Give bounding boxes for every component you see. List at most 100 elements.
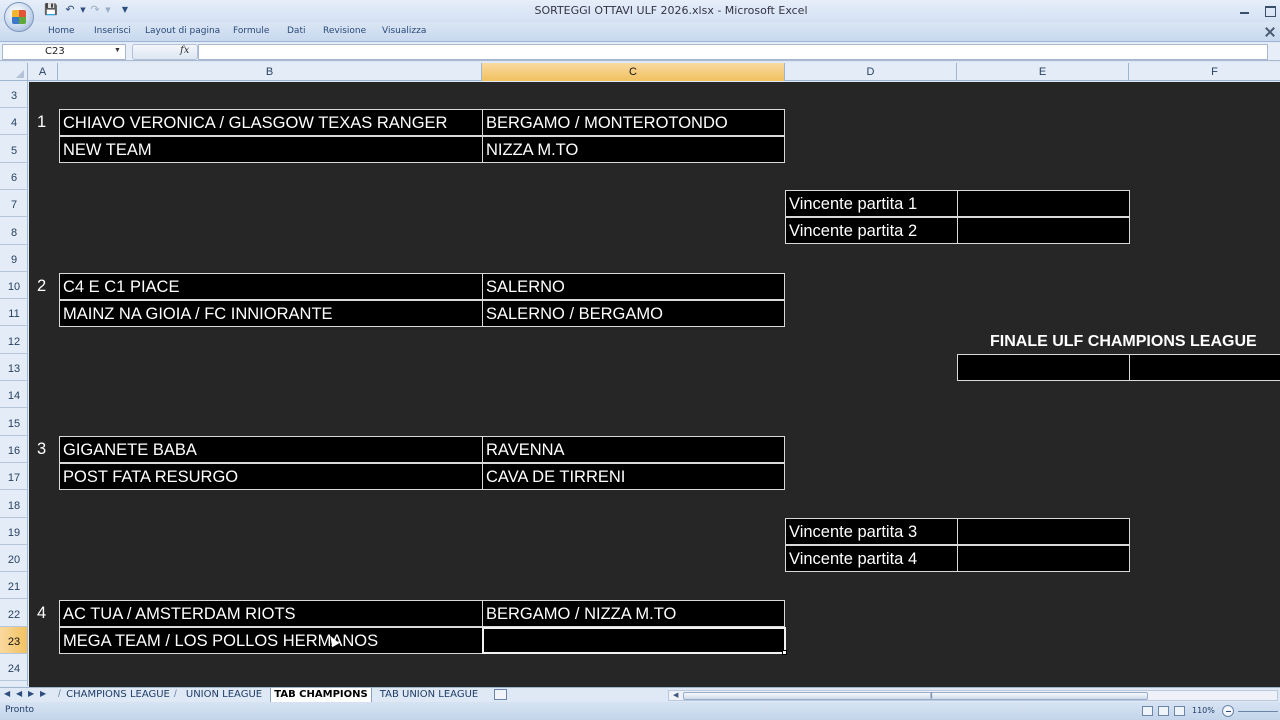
customize-icon[interactable]: ▼ bbox=[121, 5, 129, 14]
row-header-3[interactable]: 3 bbox=[0, 81, 27, 108]
sheet-tab-tab-champions[interactable]: TAB CHAMPIONS bbox=[270, 688, 372, 702]
page-layout-view-icon[interactable] bbox=[1158, 706, 1169, 716]
row-header-12[interactable]: 12 bbox=[0, 327, 27, 354]
finale-slot[interactable] bbox=[957, 354, 1130, 381]
row-header-13[interactable]: 13 bbox=[0, 354, 27, 381]
column-header-a[interactable]: A bbox=[28, 63, 58, 81]
scroll-left-icon[interactable]: ◀ bbox=[673, 692, 679, 699]
formula-tools[interactable] bbox=[132, 44, 198, 60]
column-header-b[interactable]: B bbox=[58, 63, 482, 81]
tab-separator: / bbox=[174, 689, 177, 700]
close-workbook-icon[interactable] bbox=[1264, 26, 1276, 38]
row-header-22[interactable]: 22 bbox=[0, 600, 27, 627]
tab-home[interactable]: Home bbox=[48, 26, 75, 36]
save-icon[interactable]: 💾 bbox=[44, 3, 58, 16]
undo-icon[interactable]: ↶ bbox=[65, 3, 75, 16]
prev-sheet-icon[interactable]: ◀ bbox=[16, 689, 23, 698]
sheet-tab-union-league[interactable]: UNION LEAGUE bbox=[185, 689, 263, 700]
semifinal-label[interactable]: Vincente partita 4 bbox=[785, 545, 958, 572]
row-header-6[interactable]: 6 bbox=[0, 163, 27, 190]
cell-b10[interactable]: C4 E C1 PIACE bbox=[59, 273, 483, 300]
minimize-icon[interactable] bbox=[1237, 4, 1251, 16]
tab-revisione[interactable]: Revisione bbox=[323, 26, 367, 36]
cell-b16[interactable]: GIGANETE BABA bbox=[59, 436, 483, 463]
cell-c11[interactable]: SALERNO / BERGAMO bbox=[482, 300, 785, 327]
row-header-4[interactable]: 4 bbox=[0, 108, 27, 135]
row-header-14[interactable]: 14 bbox=[0, 381, 27, 408]
fx-icon[interactable]: fx bbox=[180, 45, 190, 56]
normal-view-icon[interactable] bbox=[1142, 706, 1153, 716]
row-header-9[interactable]: 9 bbox=[0, 245, 27, 272]
redo-icon[interactable]: ↷ bbox=[90, 3, 100, 16]
column-header-f[interactable]: F bbox=[1129, 63, 1280, 81]
fill-handle[interactable] bbox=[782, 650, 787, 655]
cell-b11[interactable]: MAINZ NA GIOIA / FC INNIORANTE bbox=[59, 300, 483, 327]
semifinal-label[interactable]: Vincente partita 2 bbox=[785, 217, 958, 244]
row-header-19[interactable]: 19 bbox=[0, 518, 27, 545]
cell-b5[interactable]: NEW TEAM bbox=[59, 136, 483, 163]
cell-b22[interactable]: AC TUA / AMSTERDAM RIOTS bbox=[59, 600, 483, 627]
row-header-10[interactable]: 10 bbox=[0, 272, 27, 299]
insert-sheet-icon[interactable] bbox=[494, 689, 507, 700]
column-header-d[interactable]: D bbox=[785, 63, 957, 81]
name-box-dropdown-icon[interactable]: ▼ bbox=[114, 47, 121, 54]
undo-dropdown-icon[interactable]: ▼ bbox=[80, 6, 86, 14]
cell-c10[interactable]: SALERNO bbox=[482, 273, 785, 300]
row-header-8[interactable]: 8 bbox=[0, 218, 27, 245]
tab-visualizza[interactable]: Visualizza bbox=[382, 26, 427, 36]
row-header-15[interactable]: 15 bbox=[0, 409, 27, 436]
semifinal-slot[interactable] bbox=[957, 545, 1130, 572]
row-header-17[interactable]: 17 bbox=[0, 463, 27, 490]
row-header-7[interactable]: 7 bbox=[0, 190, 27, 217]
name-box[interactable]: C23 bbox=[2, 44, 126, 60]
column-headers: A B C D E F bbox=[0, 63, 1280, 81]
column-header-c[interactable]: C bbox=[482, 63, 785, 81]
tab-layout-di-pagina[interactable]: Layout di pagina bbox=[145, 26, 221, 36]
row-header-5[interactable]: 5 bbox=[0, 136, 27, 163]
cell-c17[interactable]: CAVA DE TIRRENI bbox=[482, 463, 785, 490]
zoom-level[interactable]: 110% bbox=[1192, 706, 1215, 715]
cell-b23[interactable]: MEGA TEAM / LOS POLLOS HERMANOS bbox=[59, 627, 483, 654]
cell-c22[interactable]: BERGAMO / NIZZA M.TO bbox=[482, 600, 785, 627]
semifinal-slot[interactable] bbox=[957, 518, 1130, 545]
cell-c16[interactable]: RAVENNA bbox=[482, 436, 785, 463]
formula-bar: C23 fx bbox=[0, 43, 1280, 61]
scrollbar-thumb[interactable]: ||| bbox=[683, 692, 1148, 700]
row-header-11[interactable]: 11 bbox=[0, 299, 27, 326]
last-sheet-icon[interactable]: ▶ bbox=[40, 689, 47, 698]
column-header-e[interactable]: E bbox=[957, 63, 1129, 81]
cell-b4[interactable]: CHIAVO VERONICA / GLASGOW TEXAS RANGER bbox=[59, 109, 483, 136]
cell-c23-selected[interactable] bbox=[482, 627, 786, 654]
row-header-18[interactable]: 18 bbox=[0, 491, 27, 518]
tab-inserisci[interactable]: Inserisci bbox=[94, 26, 131, 36]
row-header-16[interactable]: 16 bbox=[0, 436, 27, 463]
zoom-slider[interactable] bbox=[1238, 711, 1278, 712]
row-header-21[interactable]: 21 bbox=[0, 572, 27, 599]
maximize-icon[interactable] bbox=[1262, 4, 1276, 17]
zoom-out-icon[interactable] bbox=[1222, 705, 1234, 717]
first-sheet-icon[interactable]: ◀ bbox=[4, 689, 11, 698]
redo-dropdown-icon[interactable]: ▼ bbox=[105, 6, 111, 14]
row-header-24[interactable]: 24 bbox=[0, 654, 27, 681]
cell-b17[interactable]: POST FATA RESURGO bbox=[59, 463, 483, 490]
formula-input[interactable] bbox=[198, 44, 1268, 60]
row-header-20[interactable]: 20 bbox=[0, 545, 27, 572]
semifinal-label[interactable]: Vincente partita 1 bbox=[785, 190, 958, 217]
worksheet[interactable]: 1 CHIAVO VERONICA / GLASGOW TEXAS RANGER… bbox=[29, 82, 1280, 687]
horizontal-scrollbar[interactable]: ◀ ||| bbox=[668, 690, 1278, 701]
sheet-tab-champions-league[interactable]: CHAMPIONS LEAGUE bbox=[66, 689, 170, 700]
office-button[interactable] bbox=[4, 2, 34, 32]
semifinal-slot[interactable] bbox=[957, 190, 1130, 217]
row-header-23[interactable]: 23 bbox=[0, 627, 27, 654]
select-all-corner[interactable] bbox=[0, 63, 28, 81]
finale-slot[interactable] bbox=[1129, 354, 1280, 381]
semifinal-slot[interactable] bbox=[957, 217, 1130, 244]
cell-c5[interactable]: NIZZA M.TO bbox=[482, 136, 785, 163]
cell-c4[interactable]: BERGAMO / MONTEROTONDO bbox=[482, 109, 785, 136]
tab-formule[interactable]: Formule bbox=[233, 26, 270, 36]
semifinal-label[interactable]: Vincente partita 3 bbox=[785, 518, 958, 545]
sheet-tab-tab-union-league[interactable]: TAB UNION LEAGUE bbox=[379, 689, 479, 700]
tab-dati[interactable]: Dati bbox=[287, 26, 306, 36]
page-break-view-icon[interactable] bbox=[1174, 706, 1185, 716]
next-sheet-icon[interactable]: ▶ bbox=[28, 689, 35, 698]
